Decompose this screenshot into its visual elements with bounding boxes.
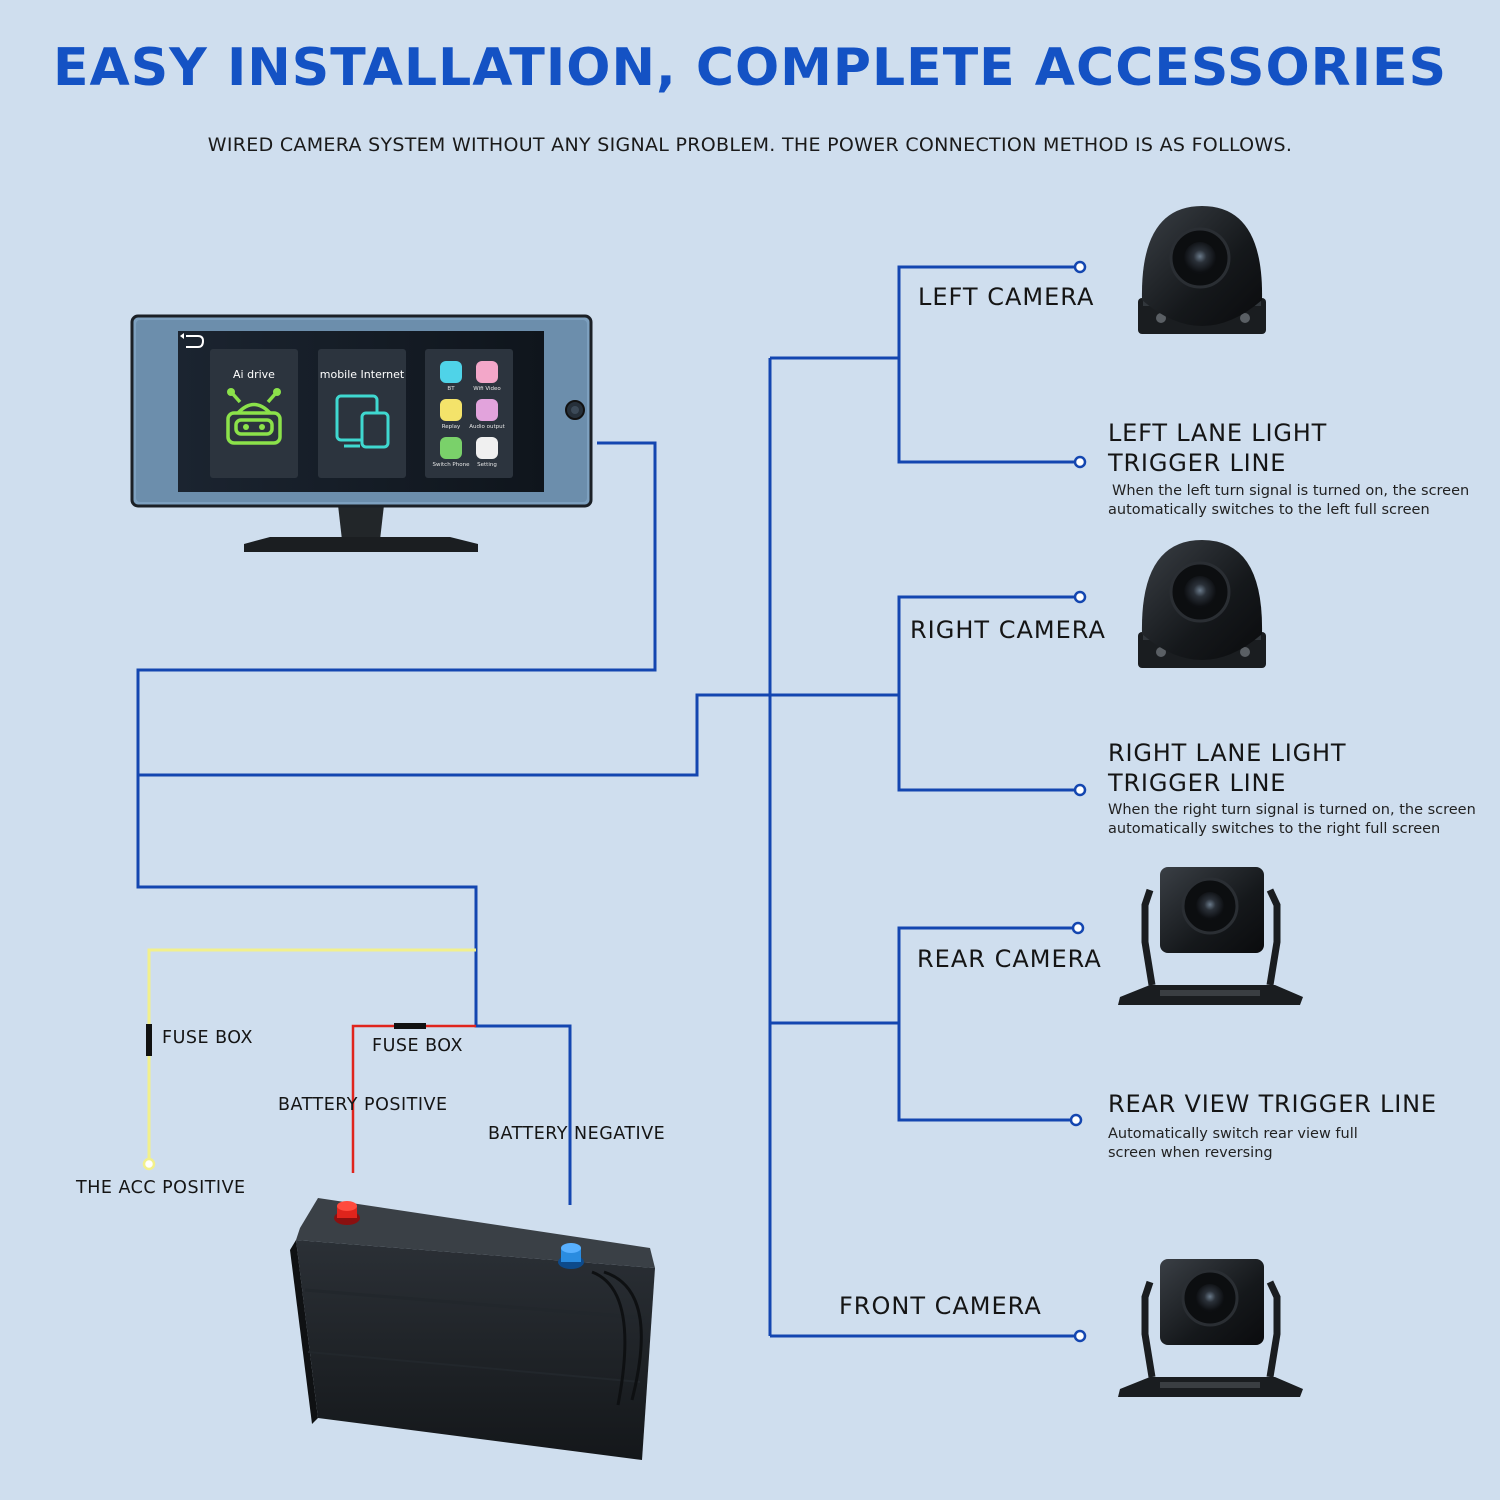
acc-wire <box>142 948 476 1171</box>
left-lane-trigger-desc-line-1: When the left turn signal is turned on, … <box>1112 483 1470 499</box>
right-camera-wire <box>897 595 1078 792</box>
battery-positive-label: BATTERY POSITIVE <box>278 1095 448 1115</box>
left-lane-trigger-desc: When the left turn signal is turned on, … <box>1108 482 1469 520</box>
rear-view-trigger-title: REAR VIEW TRIGGER LINE <box>1108 1090 1437 1118</box>
battery-negative-label: BATTERY NEGATIVE <box>488 1124 666 1144</box>
battery-fuse-icon <box>394 1023 426 1029</box>
right-camera-label: RIGHT CAMERA <box>910 616 1106 644</box>
acc-positive-label: THE ACC POSITIVE <box>76 1178 246 1198</box>
devices-icon <box>335 394 390 449</box>
blue-wires <box>136 265 1078 1338</box>
left-camera-wire <box>897 265 1078 464</box>
right-lane-trigger-desc: When the right turn signal is turned on,… <box>1108 801 1476 839</box>
rear-camera-icon <box>1118 867 1303 1005</box>
app-label-wifi-video: Wifi Video <box>473 386 501 392</box>
right-lane-trigger-desc-line-1: When the right turn signal is turned on,… <box>1108 802 1476 818</box>
car-battery-icon <box>290 1198 655 1460</box>
left-lane-trigger-desc-line-2: automatically switches to the left full … <box>1108 502 1430 518</box>
right-lane-trigger-title-line-1: RIGHT LANE LIGHT <box>1108 739 1347 767</box>
replay-app-icon <box>440 399 462 421</box>
right-lane-trigger-desc-line-2: automatically switches to the right full… <box>1108 821 1441 837</box>
bus-feed-wire <box>138 693 770 777</box>
monitor-device <box>130 314 593 552</box>
app-label-switch-phone: Switch Phone <box>433 462 471 468</box>
rear-camera-wire <box>897 926 1076 1122</box>
positive-wire <box>351 1023 476 1173</box>
app-label-setting: Setting <box>477 462 497 468</box>
audio-output-app-icon <box>476 399 498 421</box>
monitor-cable <box>136 441 657 1205</box>
left-camera-icon <box>1138 206 1266 334</box>
setting-app-icon <box>476 437 498 459</box>
acc-fuse-box-label: FUSE BOX <box>162 1028 253 1048</box>
switch-phone-app-icon <box>440 437 462 459</box>
front-camera-icon <box>1118 1259 1303 1397</box>
left-camera-label: LEFT CAMERA <box>918 283 1095 311</box>
app-label-replay: Replay <box>442 424 461 430</box>
acc-fuse-icon <box>146 1024 152 1056</box>
wire-end-rings <box>1069 260 1087 1343</box>
wifi-video-app-icon <box>476 361 498 383</box>
card-ai-drive-label: Ai drive <box>233 368 275 381</box>
rear-view-trigger-desc-line-1: Automatically switch rear view full <box>1108 1126 1358 1142</box>
card-mobile-internet-label: mobile Internet <box>320 368 405 381</box>
left-lane-trigger-title-line-1: LEFT LANE LIGHT <box>1108 419 1328 447</box>
left-lane-trigger-title: LEFT LANE LIGHT TRIGGER LINE <box>1108 418 1327 478</box>
rear-camera-label: REAR CAMERA <box>917 945 1102 973</box>
app-label-bt: BT <box>447 386 455 392</box>
bluetooth-app-icon <box>440 361 462 383</box>
rear-view-trigger-desc-line-2: screen when reversing <box>1108 1145 1273 1161</box>
right-lane-trigger-title-line-2: TRIGGER LINE <box>1108 769 1287 797</box>
app-label-audio-output: Audio output <box>469 424 505 430</box>
front-camera-label: FRONT CAMERA <box>839 1292 1042 1320</box>
right-camera-icon <box>1138 540 1266 668</box>
right-lane-trigger-title: RIGHT LANE LIGHT TRIGGER LINE <box>1108 738 1346 798</box>
rear-view-trigger-desc: Automatically switch rear view full scre… <box>1108 1125 1358 1163</box>
page-subtitle: WIRED CAMERA SYSTEM WITHOUT ANY SIGNAL P… <box>207 134 1293 156</box>
left-lane-trigger-title-line-2: TRIGGER LINE <box>1108 449 1287 477</box>
battery-fuse-box-label: FUSE BOX <box>372 1036 463 1056</box>
page-title: EASY INSTALLATION, COMPLETE ACCESSORIES <box>52 38 1448 98</box>
